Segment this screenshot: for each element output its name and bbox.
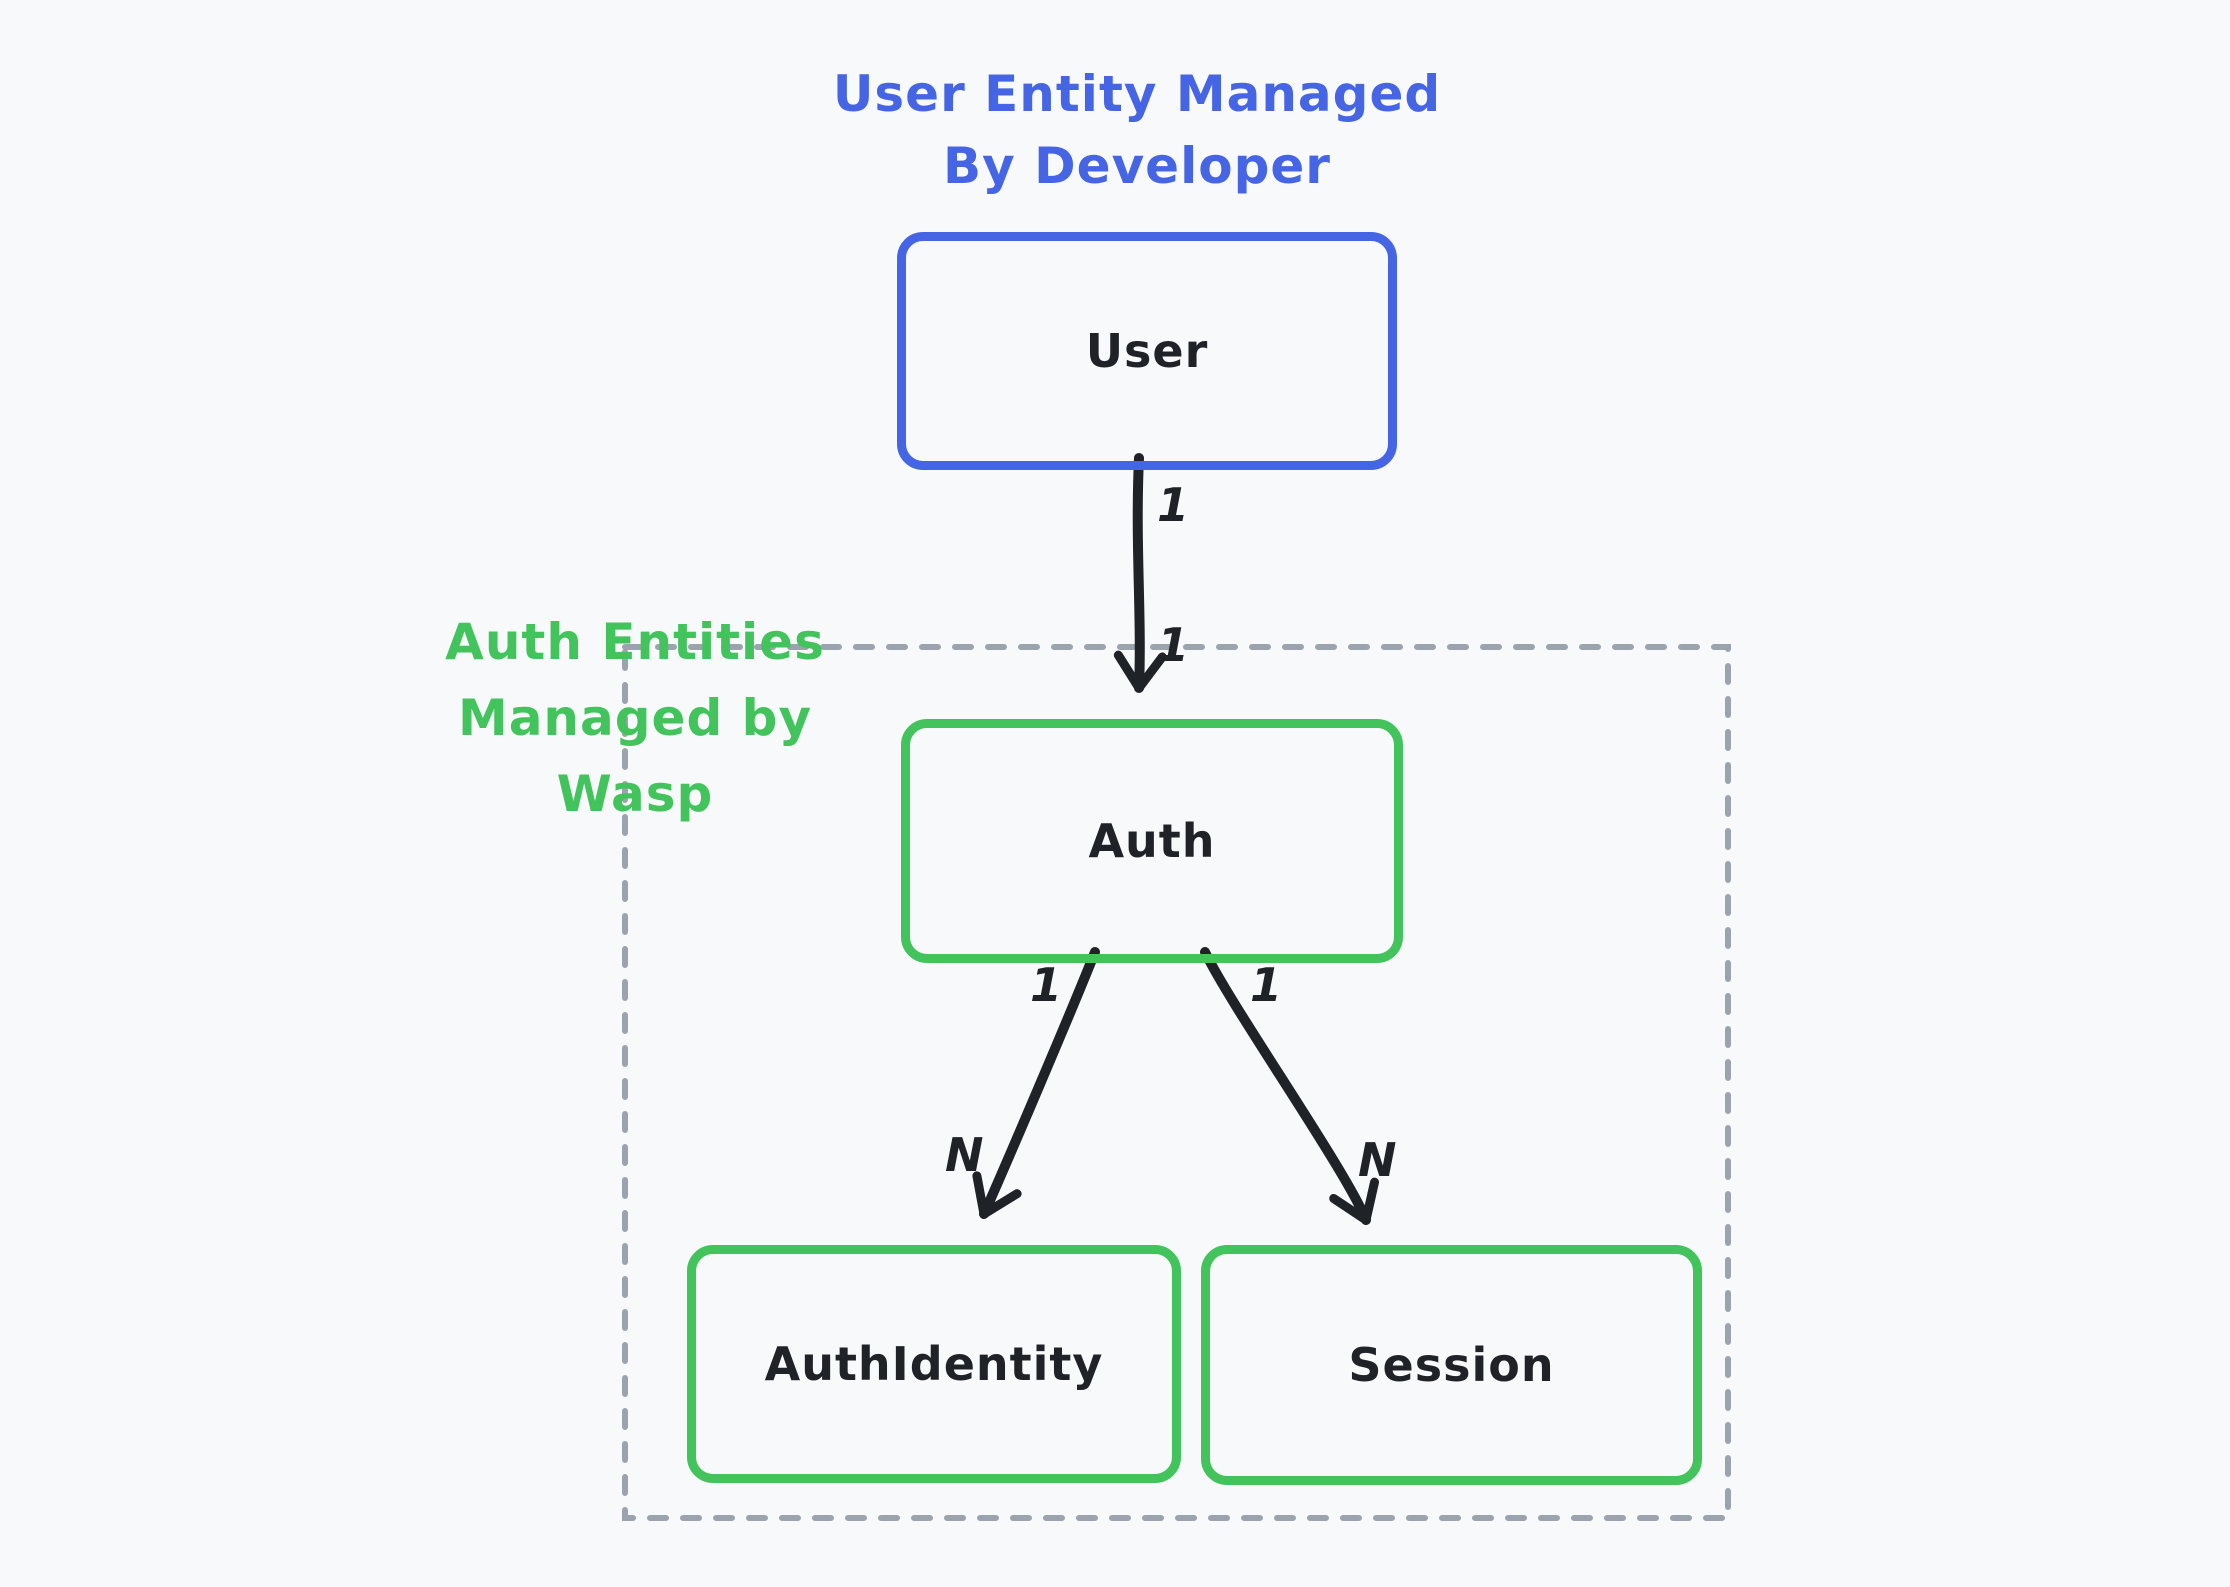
edge-auth-session-line <box>1200 947 1380 1225</box>
diagram-title-line1: User Entity Managed <box>832 65 1442 123</box>
edge-auth-session-source-label: 1 <box>1250 958 1283 1012</box>
edge-user-auth-line <box>1113 453 1167 693</box>
node-session-label: Session <box>1348 1338 1555 1392</box>
edge-auth-authidentity-line <box>972 947 1100 1219</box>
node-user: User <box>897 232 1397 470</box>
node-auth-label: Auth <box>1088 814 1216 868</box>
edge-user-auth-source-label: 1 <box>1157 478 1190 532</box>
auth-group-dashed-border <box>622 644 1731 1521</box>
node-session: Session <box>1201 1245 1702 1485</box>
edge-auth-authidentity-source-label: 1 <box>1030 958 1063 1012</box>
edge-user-auth-target-label: 1 <box>1157 618 1190 672</box>
edge-auth-session-target-label: N <box>1358 1133 1397 1187</box>
node-user-label: User <box>1085 324 1209 378</box>
auth-group-label: Auth Entities Managed by Wasp <box>375 604 895 832</box>
diagram-title-line2: By Developer <box>943 137 1331 195</box>
node-auth-identity-label: AuthIdentity <box>764 1337 1104 1391</box>
edge-auth-authidentity-target-label: N <box>945 1128 984 1182</box>
auth-group-label-line1: Auth Entities <box>445 613 825 671</box>
diagram-title: User Entity Managed By Developer <box>737 58 1537 202</box>
node-auth-identity: AuthIdentity <box>687 1245 1181 1483</box>
node-auth: Auth <box>901 719 1403 963</box>
auth-group-label-line2: Managed by Wasp <box>457 689 813 823</box>
